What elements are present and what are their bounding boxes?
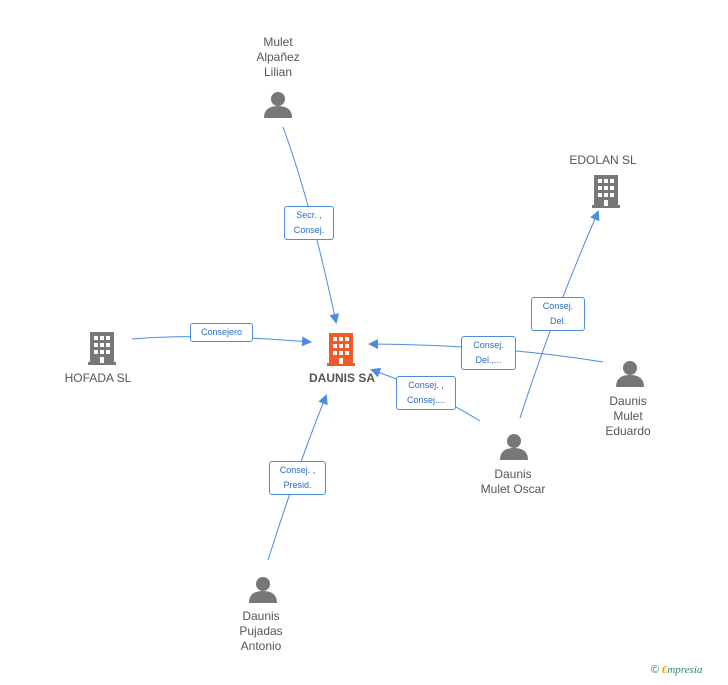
node-label-edolan: EDOLAN SL [569, 153, 637, 167]
edge-label-secr-consej[interactable]: Secr. , Consej. [284, 206, 334, 240]
person-icon[interactable] [264, 92, 292, 118]
center-node-label: DAUNIS SA [309, 371, 376, 385]
brand-initial: € [661, 664, 668, 676]
copyright-icon: © [651, 664, 660, 676]
node-label-hofada: HOFADA SL [64, 371, 132, 385]
node-label-mulet-alpanez: Mulet Alpañez Lilian [256, 35, 300, 79]
building-icon[interactable] [592, 175, 620, 208]
empresia-logo: © €mpresia [651, 664, 702, 676]
edge-label-consej-del-2[interactable]: Consej. Del. [531, 297, 585, 331]
node-label-daunis-eduardo: Daunis Mulet Eduardo [605, 394, 651, 438]
person-icon[interactable] [500, 434, 528, 460]
building-icon[interactable] [327, 333, 355, 366]
edge-label-consej-consej[interactable]: Consej. , Consej.... [396, 376, 456, 410]
edge-label-consej-del-1[interactable]: Consej. Del.,... [461, 336, 516, 370]
person-icon[interactable] [616, 361, 644, 387]
brand-name: mpresia [667, 664, 703, 676]
edge-label-consej-presid[interactable]: Consej. , Presid. [269, 461, 326, 495]
node-label-daunis-oscar: Daunis Mulet Oscar [480, 467, 546, 496]
person-icon[interactable] [249, 577, 277, 603]
building-icon[interactable] [88, 332, 116, 365]
edge-label-consejero[interactable]: Consejero [190, 323, 253, 342]
node-label-daunis-antonio: Daunis Pujadas Antonio [239, 609, 283, 653]
